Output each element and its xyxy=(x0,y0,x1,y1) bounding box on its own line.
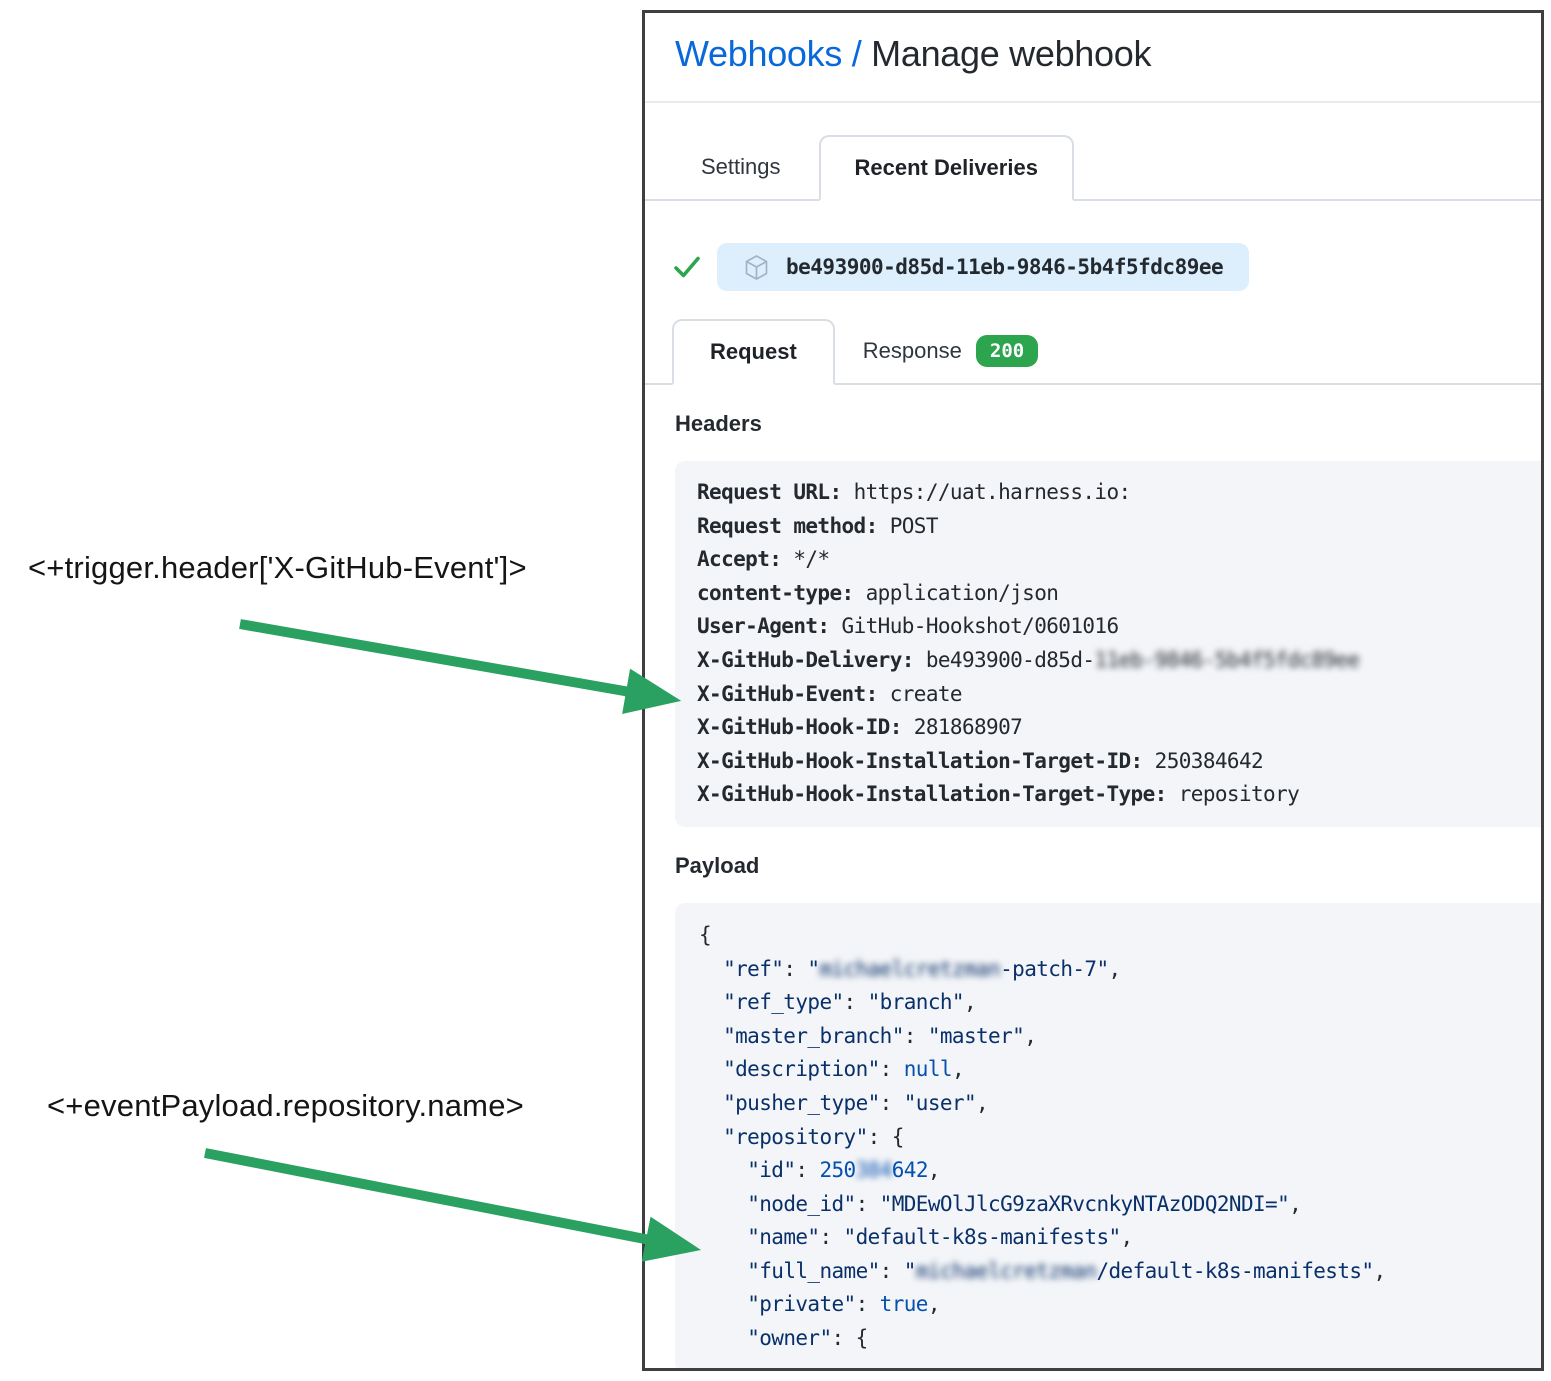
arrow-to-x-github-event xyxy=(239,619,682,714)
breadcrumb: Webhooks / Manage webhook xyxy=(675,33,1511,75)
payload-line: { xyxy=(699,922,712,947)
payload-code-block: { "ref": "michaelcretzman-patch-7", "ref… xyxy=(675,902,1541,1368)
payload-line: "ref": "michaelcretzman-patch-7", xyxy=(723,956,1121,981)
payload-line: "private": true, xyxy=(747,1292,940,1317)
package-icon xyxy=(745,254,768,280)
header-line: Request method: POST xyxy=(697,513,938,538)
success-check-icon xyxy=(674,256,700,278)
payload-line: "node_id": "MDEwOlJlcG9zaXRvcnkyNTAzODQ2… xyxy=(747,1191,1302,1216)
webhook-panel: Webhooks / Manage webhook Settings Recen… xyxy=(642,10,1544,1371)
payload-line: "id": 250384642, xyxy=(747,1158,940,1183)
tab-request[interactable]: Request xyxy=(672,319,835,385)
tab-response-label: Response xyxy=(862,338,962,363)
payload-heading: Payload xyxy=(675,852,760,878)
breadcrumb-separator: / xyxy=(851,33,862,74)
headers-heading: Headers xyxy=(675,411,762,436)
request-response-tabnav: Request Response 200 xyxy=(645,319,1541,385)
payload-line: "ref_type": "branch", xyxy=(723,990,977,1015)
payload-line: "full_name": "michaelcretzman/default-k8… xyxy=(747,1258,1386,1283)
tab-response[interactable]: Response 200 xyxy=(835,319,1066,383)
header-line: X-GitHub-Hook-Installation-Target-ID: 25… xyxy=(697,748,1264,773)
payload-line: "master_branch": "master", xyxy=(723,1023,1037,1048)
header-line: X-GitHub-Hook-ID: 281868907 xyxy=(697,715,1023,740)
arrow-to-repository-name xyxy=(204,1148,702,1262)
breadcrumb-webhooks-link[interactable]: Webhooks xyxy=(675,33,843,74)
payload-line: "owner": { xyxy=(747,1326,868,1351)
title-divider xyxy=(645,101,1541,103)
annotation-payload-expression: <+eventPayload.repository.name> xyxy=(47,1088,524,1123)
delivery-guid-pill[interactable]: be493900-d85d-11eb-9846-5b4f5fdc89ee xyxy=(717,243,1250,291)
deliveries-tabnav: Settings Recent Deliveries xyxy=(645,135,1541,201)
delivery-row: be493900-d85d-11eb-9846-5b4f5fdc89ee xyxy=(673,243,1541,291)
payload-line: "repository": { xyxy=(723,1124,904,1149)
header-line: X-GitHub-Delivery: be493900-d85d-11eb-98… xyxy=(697,647,1360,672)
payload-line: "name": "default-k8s-manifests", xyxy=(747,1225,1133,1250)
page-title: Manage webhook xyxy=(871,33,1152,74)
header-line: Accept: */* xyxy=(697,547,830,572)
payload-line: "description": null, xyxy=(723,1057,964,1082)
headers-code-block: Request URL: https://uat.harness.io: Requ… xyxy=(675,461,1541,827)
header-line: Request URL: https://uat.harness.io: xyxy=(697,480,1131,504)
header-line: X-GitHub-Event: create xyxy=(697,681,963,706)
header-line: content-type: application/json xyxy=(697,580,1059,605)
annotation-trigger-expression: <+trigger.header['X-GitHub-Event']> xyxy=(28,550,527,585)
tab-settings[interactable]: Settings xyxy=(701,154,781,179)
header-line: User-Agent: GitHub-Hookshot/0601016 xyxy=(697,614,1119,639)
header-line: X-GitHub-Hook-Installation-Target-Type: … xyxy=(697,782,1300,807)
response-status-badge: 200 xyxy=(975,335,1039,367)
delivery-guid: be493900-d85d-11eb-9846-5b4f5fdc89ee xyxy=(786,255,1224,279)
payload-line: "pusher_type": "user", xyxy=(723,1090,989,1115)
tab-recent-deliveries[interactable]: Recent Deliveries xyxy=(818,135,1074,201)
